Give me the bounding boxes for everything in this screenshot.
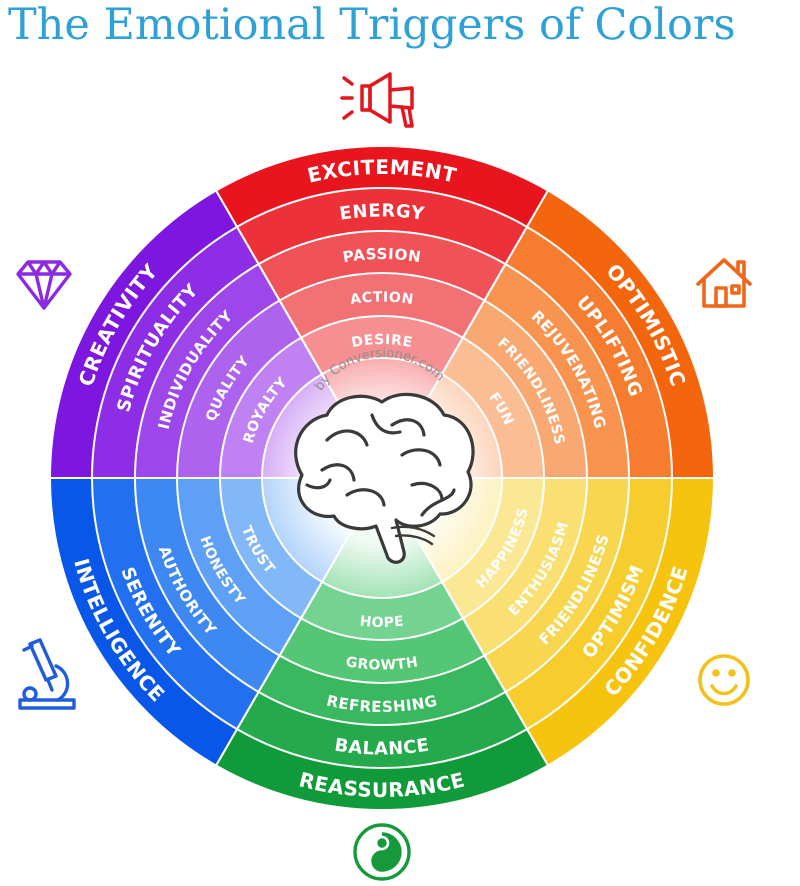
- page-title: The Emotional Triggers of Colors: [8, 0, 736, 50]
- diamond-icon: [16, 260, 72, 310]
- yin-yang-icon: [353, 823, 411, 881]
- label-green-4: GROWTH: [345, 654, 420, 673]
- smiley-icon: [698, 654, 750, 706]
- microscope-icon: [18, 638, 76, 710]
- label-green-5: HOPE: [359, 613, 405, 631]
- label-green-2: BALANCE: [333, 735, 431, 760]
- label-red-4: ACTION: [349, 289, 415, 308]
- house-icon: [696, 258, 752, 308]
- label-red-2: ENERGY: [338, 200, 426, 224]
- megaphone-icon: [340, 72, 414, 128]
- label-red-5: DESIRE: [350, 332, 414, 351]
- brain-icon: [294, 392, 475, 564]
- label-red-3: PASSION: [341, 245, 422, 266]
